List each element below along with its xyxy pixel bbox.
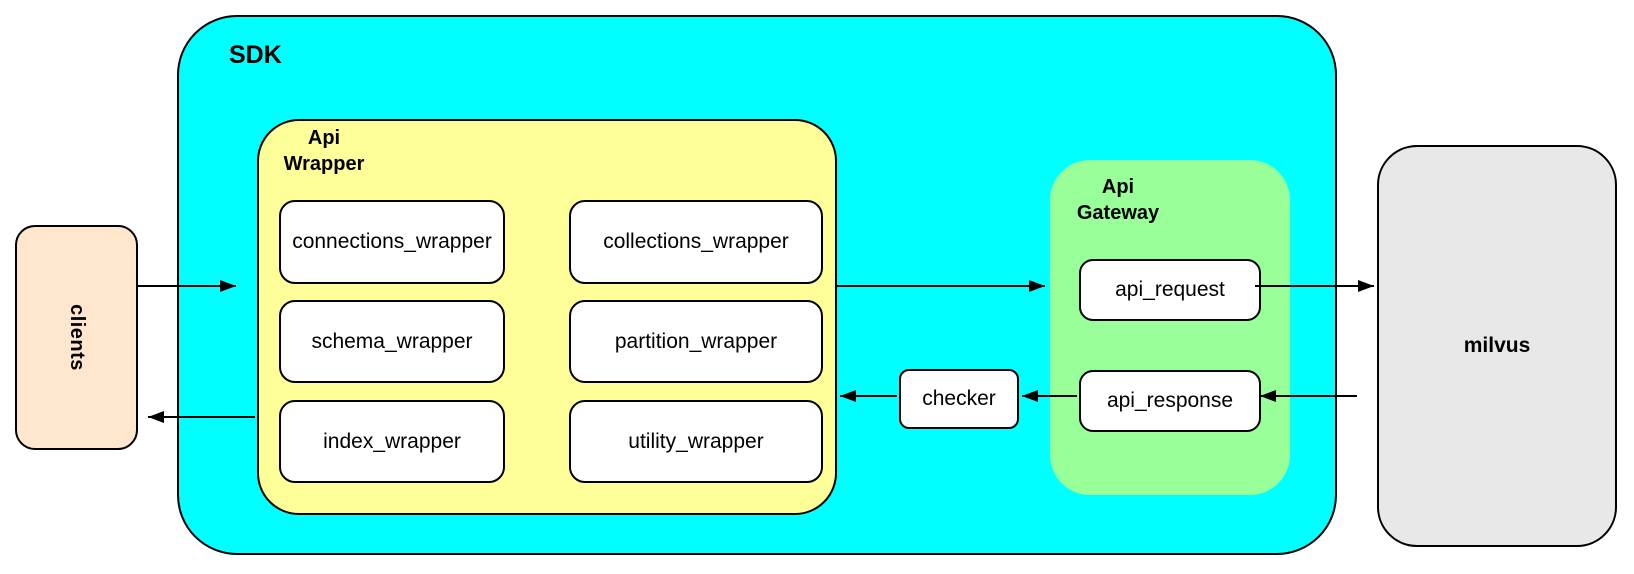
api-gateway-container: Api Gateway api_request api_response [1050,160,1290,495]
partition-wrapper-box: partition_wrapper [569,300,823,383]
milvus-node: milvus [1377,145,1617,547]
collections-wrapper-box: collections_wrapper [569,200,823,284]
api-wrapper-label-line1: Api [307,127,341,149]
checker-box: checker [899,369,1019,429]
api-gateway-label-line2: Gateway [1076,202,1160,224]
api-gateway-label: Api Gateway [1058,174,1178,226]
api-request-box: api_request [1079,259,1261,321]
clients-node: clients [15,225,138,450]
clients-label: clients [65,304,88,371]
api-wrapper-container: Api Wrapper connections_wrapper collecti… [257,119,837,515]
utility-wrapper-box: utility_wrapper [569,400,823,483]
api-gateway-label-line1: Api [1101,176,1135,198]
sdk-label: SDK [229,41,282,69]
connections-wrapper-box: connections_wrapper [279,200,505,284]
index-wrapper-box: index_wrapper [279,400,505,483]
api-response-box: api_response [1079,370,1261,432]
schema-wrapper-box: schema_wrapper [279,300,505,383]
sdk-container: SDK Api Wrapper connections_wrapper coll… [177,15,1337,555]
api-wrapper-label-line2: Wrapper [283,153,365,175]
api-wrapper-label: Api Wrapper [264,125,384,177]
